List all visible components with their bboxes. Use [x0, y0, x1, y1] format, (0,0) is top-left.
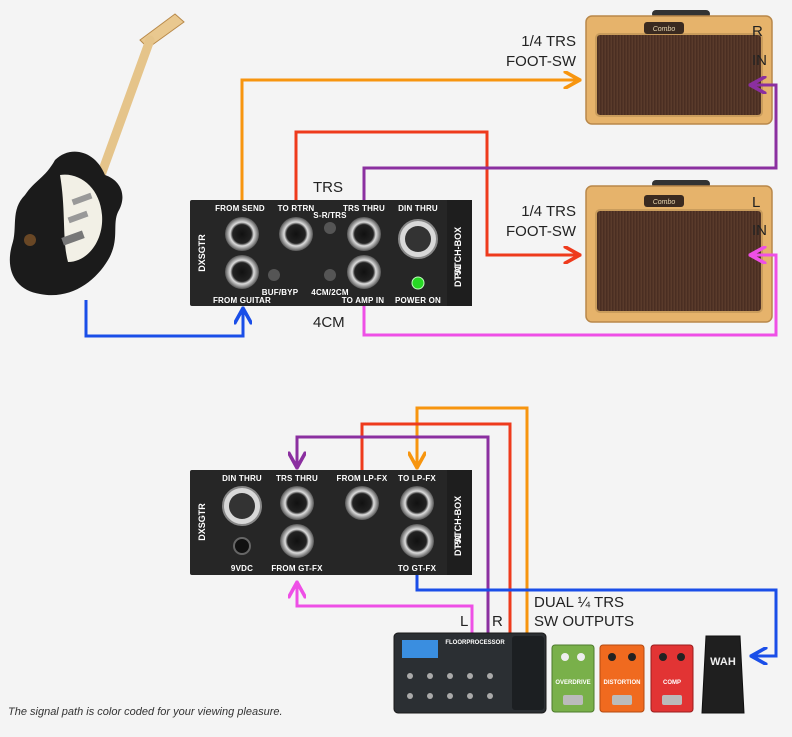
- box2-label-from-lp-fx: FROM LP-FX: [337, 474, 388, 483]
- power-led: [411, 276, 425, 290]
- box2-label-din-thru: DIN THRU: [222, 474, 262, 483]
- cable-purple-trs-thru-2: [297, 435, 490, 636]
- box1-product: PATCH-BOX: [453, 227, 463, 279]
- box1-label-from-send: FROM SEND: [215, 204, 265, 213]
- cable-purple-trs-thru: [362, 85, 778, 206]
- box1-label-4cm-2cm: 4CM/2CM: [311, 288, 349, 297]
- jack-from-guitar[interactable]: [225, 255, 259, 289]
- label-fx-r: R: [492, 613, 503, 630]
- cable-magenta-amp-in: [362, 255, 778, 337]
- amp-left-badge: [644, 195, 684, 207]
- comp-pedal-image: COMP: [650, 644, 694, 713]
- switch-buf-byp[interactable]: [268, 269, 280, 281]
- cable-blue-to-gt-fx: [415, 562, 778, 656]
- distortion-label: DISTORTION: [604, 680, 641, 686]
- jack-from-send[interactable]: [225, 217, 259, 251]
- jack-to-amp-in[interactable]: [347, 255, 381, 289]
- label-amp1-trs: 1/4 TRS: [521, 33, 576, 50]
- amp-left-badge-text: Combo: [653, 199, 676, 206]
- box1-label-trs-thru: TRS THRU: [343, 204, 385, 213]
- box1-label-to-amp-in: TO AMP IN: [342, 296, 385, 305]
- switch-4cm-2cm[interactable]: [324, 269, 336, 281]
- label-4cm: 4CM: [313, 314, 345, 331]
- patch-box-1: DXSGTR DT51 PATCH-BOX FROM SEND TO RTRN …: [190, 200, 472, 306]
- jack-trs-thru-2[interactable]: [280, 486, 314, 520]
- caption: The signal path is color coded for your …: [8, 706, 283, 718]
- box2-product: PATCH-BOX: [453, 496, 463, 548]
- box2-label-trs-thru: TRS THRU: [276, 474, 318, 483]
- label-amp2-in: IN: [752, 222, 767, 239]
- label-amp1-channel: R: [752, 23, 763, 40]
- wah-label: WAH: [710, 656, 736, 668]
- jack-to-gt-fx[interactable]: [400, 524, 434, 558]
- distortion-pedal-image: DISTORTION: [599, 644, 645, 713]
- comp-label: COMP: [663, 680, 681, 686]
- jack-to-lp-fx[interactable]: [400, 486, 434, 520]
- jack-from-gt-fx[interactable]: [280, 524, 314, 558]
- label-amp2-trs: 1/4 TRS: [521, 203, 576, 220]
- amp-right-badge-text: Combo: [653, 26, 676, 33]
- floor-processor-image: FLOORPROCESSOR: [393, 632, 547, 714]
- cable-red-from-lp-fx: [360, 422, 512, 636]
- jack-to-rtrn[interactable]: [279, 217, 313, 251]
- box1-label-to-rtrn: TO RTRN: [278, 204, 315, 213]
- box1-model: DT51: [453, 265, 463, 287]
- cable-blue-guitar: [84, 300, 243, 338]
- cable-magenta-fx-l: [297, 584, 474, 636]
- overdrive-label: OVERDRIVE: [555, 680, 590, 686]
- box1-label-power-on: POWER ON: [395, 296, 441, 305]
- box1-label-buf-byp: BUF/BYP: [262, 288, 299, 297]
- box2-label-9vdc: 9VDC: [231, 564, 253, 573]
- guitar-image: [9, 13, 185, 296]
- box1-label-from-guitar: FROM GUITAR: [213, 296, 271, 305]
- label-amp1-footsw: FOOT-SW: [506, 53, 577, 70]
- cable-orange-send: [240, 80, 578, 206]
- box1-label-sr-trs: S-R/TRS: [313, 211, 347, 220]
- box2-label-to-lp-fx: TO LP-FX: [398, 474, 436, 483]
- label-trs: TRS: [313, 179, 343, 196]
- box2-label-from-gt-fx: FROM GT-FX: [271, 564, 323, 573]
- cable-red-return: [294, 130, 578, 255]
- box2-din-socket: [229, 493, 255, 519]
- box2-brand: DXSGTR: [197, 503, 207, 541]
- amp-right-image: Combo: [585, 10, 773, 125]
- dc-power-jack[interactable]: [233, 537, 251, 555]
- floor-processor-name: FLOORPROCESSOR: [445, 640, 505, 646]
- box2-label-to-gt-fx: TO GT-FX: [398, 564, 437, 573]
- box1-brand: DXSGTR: [197, 234, 207, 272]
- label-fx-l: L: [460, 613, 468, 630]
- overdrive-pedal-image: OVERDRIVE: [551, 644, 595, 713]
- patch-box-2: DXSGTR DT51 PATCH-BOX DIN THRU TRS THRU …: [190, 470, 472, 575]
- jack-trs-thru[interactable]: [347, 217, 381, 251]
- label-dual-trs: DUAL ¼ TRS: [534, 594, 624, 611]
- label-amp2-footsw: FOOT-SW: [506, 223, 577, 240]
- box2-model: DT51: [453, 534, 463, 556]
- jack-from-lp-fx[interactable]: [345, 486, 379, 520]
- amp-right-badge: [644, 22, 684, 34]
- switch-sr-trs[interactable]: [324, 222, 336, 234]
- label-sw-outputs: SW OUTPUTS: [534, 613, 634, 630]
- amp-left-image: Combo: [585, 180, 773, 323]
- box1-label-din-thru: DIN THRU: [398, 204, 438, 213]
- label-amp1-in: IN: [752, 52, 767, 69]
- label-amp2-channel: L: [752, 194, 760, 211]
- din-thru-socket: [405, 226, 431, 252]
- wah-pedal-image: WAH: [701, 635, 745, 714]
